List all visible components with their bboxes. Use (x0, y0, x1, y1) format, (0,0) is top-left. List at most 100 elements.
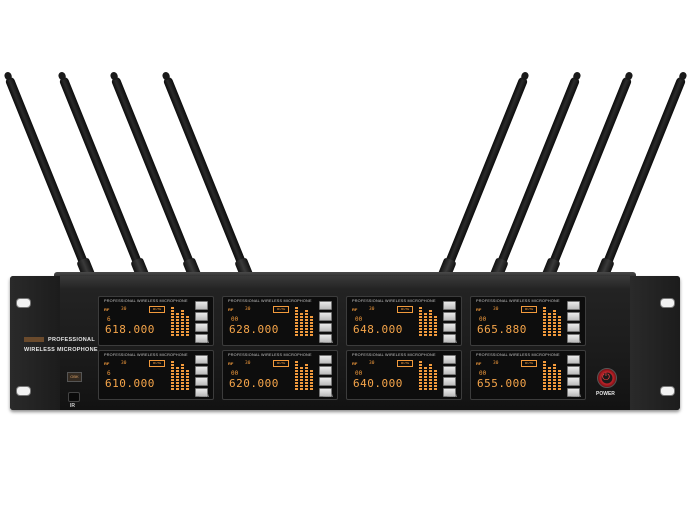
menu-button[interactable] (195, 301, 208, 310)
up-button[interactable] (319, 366, 332, 375)
menu-button[interactable] (567, 355, 580, 364)
channel-number: 00 (479, 370, 487, 377)
display-title: PROFESSIONAL WIRELESS MICROPHONE (228, 353, 312, 357)
meter-bar (310, 316, 313, 337)
antenna-4 (162, 76, 255, 283)
meter-bar (558, 370, 561, 391)
rf-indicator: RF (476, 307, 482, 312)
set-button[interactable] (195, 334, 208, 343)
antenna-5 (436, 76, 529, 283)
frequency-readout: 628.000 (229, 323, 279, 336)
down-button[interactable] (195, 377, 208, 386)
scan-label: SCAN (447, 340, 457, 344)
meter-bar (558, 316, 561, 337)
frequency-readout: 618.000 (105, 323, 155, 336)
menu-button[interactable] (443, 355, 456, 364)
frequency-readout: 648.000 (353, 323, 403, 336)
antenna-1 (4, 76, 97, 283)
down-button[interactable] (567, 377, 580, 386)
set-button[interactable] (443, 334, 456, 343)
meter-bar (553, 310, 556, 337)
up-button[interactable] (319, 312, 332, 321)
set-button[interactable] (567, 388, 580, 397)
antenna-8 (594, 76, 687, 283)
set-button[interactable] (319, 388, 332, 397)
set-button[interactable] (195, 388, 208, 397)
channel-number: 00 (479, 316, 487, 323)
display-buttons (319, 301, 332, 345)
rack-ear-left (10, 276, 60, 410)
mute-indicator: MUTE (521, 360, 537, 367)
set-button[interactable] (443, 388, 456, 397)
mute-indicator: MUTE (273, 306, 289, 313)
meter-bar (186, 316, 189, 337)
display-title: PROFESSIONAL WIRELESS MICROPHONE (476, 299, 560, 303)
meter-bar (305, 364, 308, 391)
signal-meter (419, 361, 439, 391)
antenna-6 (488, 76, 581, 283)
menu-button[interactable] (195, 355, 208, 364)
up-button[interactable] (443, 312, 456, 321)
display-title: PROFESSIONAL WIRELESS MICROPHONE (228, 299, 312, 303)
group-number: 30 (369, 307, 375, 312)
frequency-readout: 640.000 (353, 377, 403, 390)
menu-button[interactable] (319, 355, 332, 364)
down-button[interactable] (443, 323, 456, 332)
signal-meter (543, 361, 563, 391)
channel-number: 00 (355, 370, 363, 377)
up-button[interactable] (195, 312, 208, 321)
rack-ear-right (630, 276, 680, 410)
meter-bar (181, 310, 184, 337)
down-button[interactable] (567, 323, 580, 332)
meter-bar (171, 307, 174, 337)
down-button[interactable] (319, 377, 332, 386)
down-button[interactable] (443, 377, 456, 386)
power-icon: ⏻ (602, 372, 610, 383)
display-title: PROFESSIONAL WIRELESS MICROPHONE (104, 299, 188, 303)
set-button[interactable] (567, 334, 580, 343)
menu-button[interactable] (443, 301, 456, 310)
frequency-readout: 655.000 (477, 377, 527, 390)
meter-bar (300, 313, 303, 337)
display-buttons (443, 355, 456, 399)
meter-bar (305, 310, 308, 337)
set-button[interactable] (319, 334, 332, 343)
menu-button[interactable] (567, 301, 580, 310)
rf-indicator: RF (476, 361, 482, 366)
meter-bar (181, 364, 184, 391)
display-title: PROFESSIONAL WIRELESS MICROPHONE (104, 353, 188, 357)
meter-bar (295, 361, 298, 391)
up-button[interactable] (195, 366, 208, 375)
channel-number: 00 (231, 316, 239, 323)
up-button[interactable] (567, 366, 580, 375)
up-button[interactable] (567, 312, 580, 321)
up-button[interactable] (443, 366, 456, 375)
rack-mount-hole (660, 298, 675, 308)
ir-button[interactable] (68, 392, 80, 402)
power-button[interactable]: ⏻ (597, 368, 617, 388)
display-title: PROFESSIONAL WIRELESS MICROPHONE (352, 299, 436, 303)
group-number: 30 (245, 307, 251, 312)
mute-indicator: MUTE (149, 306, 165, 313)
mute-indicator: MUTE (397, 306, 413, 313)
scan-label: SCAN (199, 340, 209, 344)
meter-bar (176, 367, 179, 391)
signal-meter (543, 307, 563, 337)
down-button[interactable] (195, 323, 208, 332)
menu-button[interactable] (319, 301, 332, 310)
down-button[interactable] (319, 323, 332, 332)
signal-meter (295, 361, 315, 391)
meter-bar (434, 316, 437, 337)
meter-bar (424, 313, 427, 337)
rf-indicator: RF (104, 307, 110, 312)
rack-mount-hole (16, 298, 31, 308)
display-buttons (195, 355, 208, 399)
group-number: 30 (493, 361, 499, 366)
mute-indicator: MUTE (397, 360, 413, 367)
antenna-2 (58, 76, 151, 283)
meter-bar (171, 361, 174, 391)
